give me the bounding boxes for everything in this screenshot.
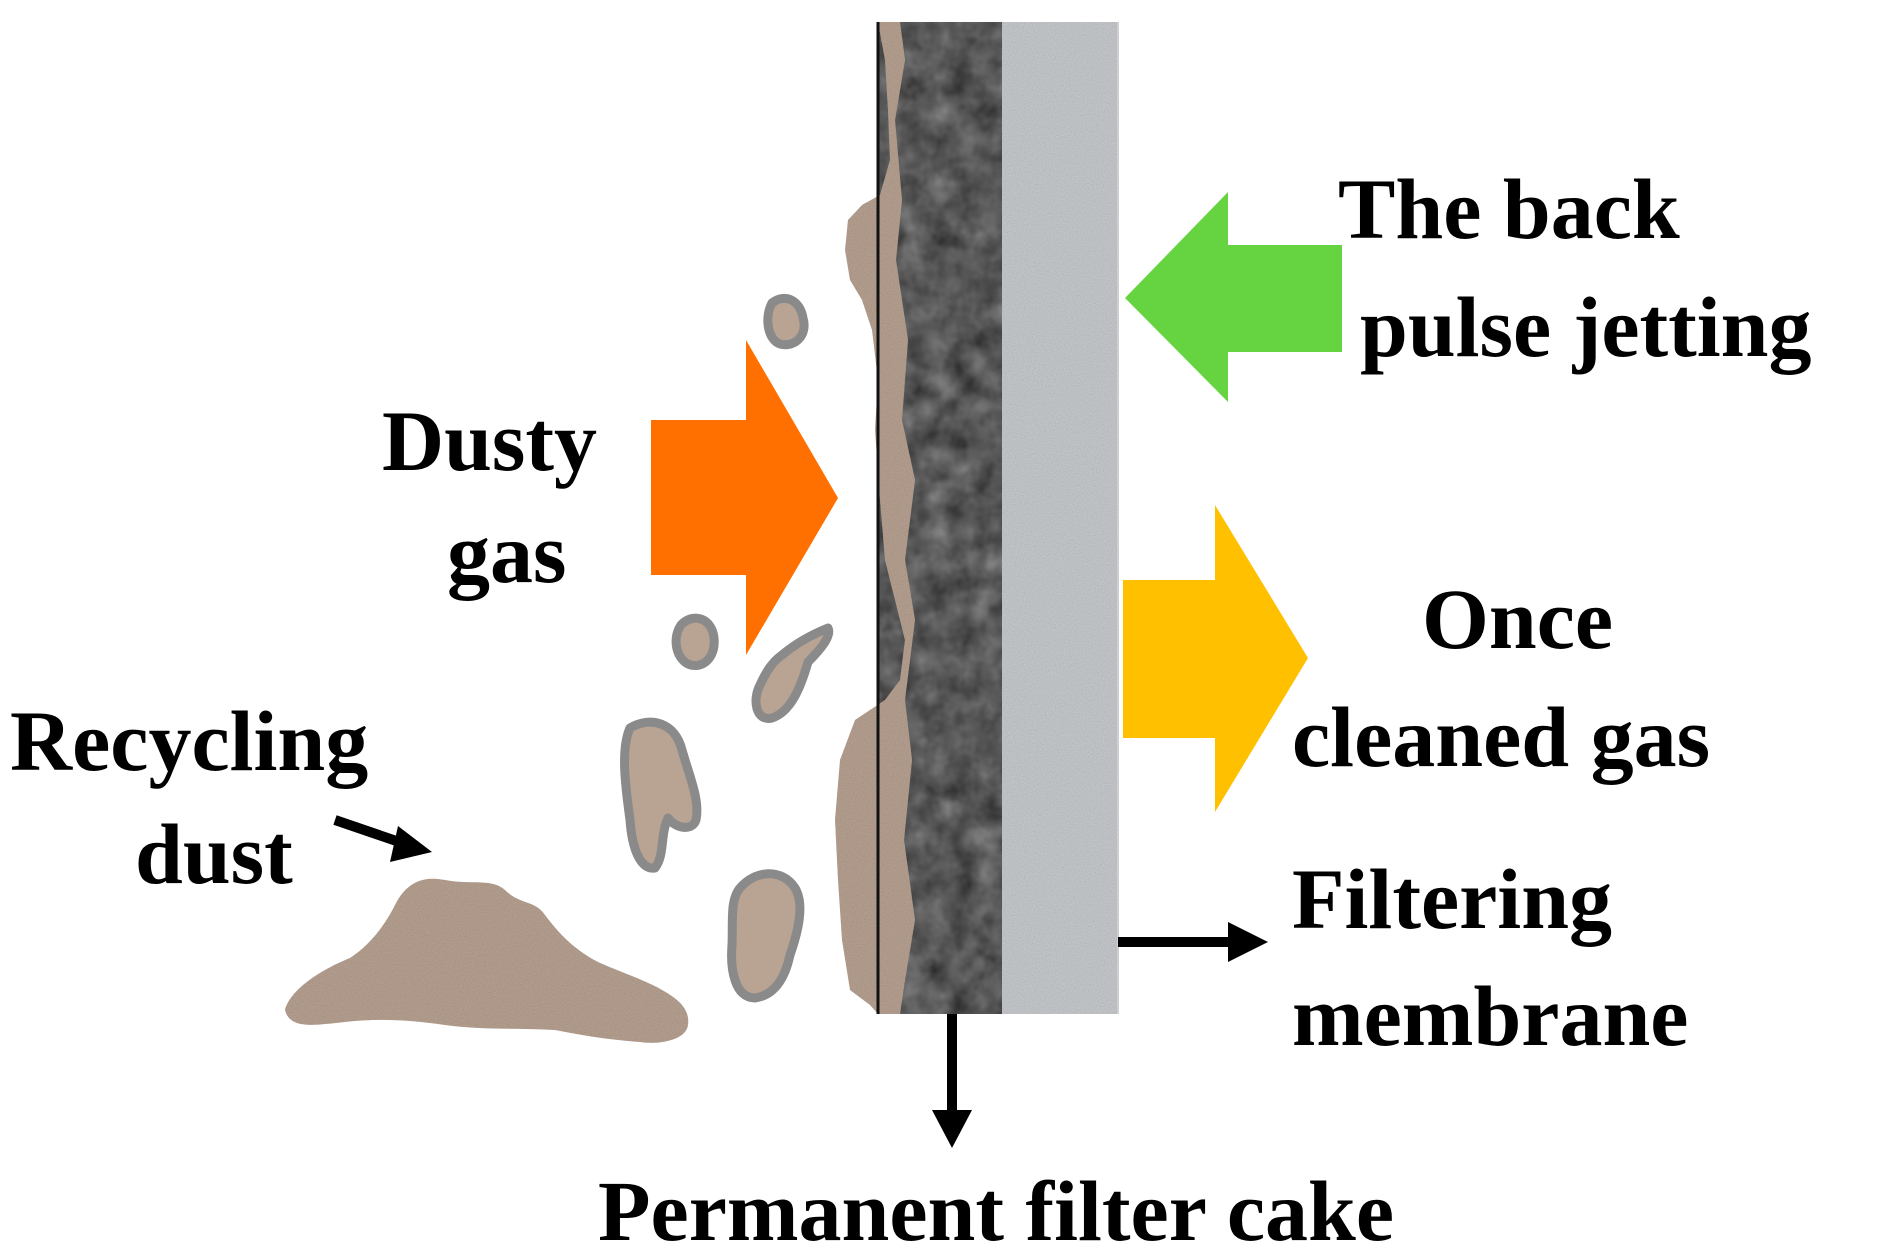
back-pulse-label-line2: pulse jetting <box>1360 279 1812 375</box>
dusty-gas-arrow <box>651 340 838 655</box>
back-pulse-label-line1: The back <box>1338 161 1680 257</box>
dust-particle <box>727 869 805 1003</box>
filtering-membrane-label-line2: membrane <box>1292 968 1688 1064</box>
dusty-gas-label-line1: Dusty <box>382 393 597 489</box>
dust-particle <box>620 717 702 873</box>
dust-particle <box>671 613 719 670</box>
dusty-gas-label-line2: gas <box>447 505 566 601</box>
recycling-dust-label-line2: dust <box>135 806 293 902</box>
recycling-dust-pile <box>285 878 689 1043</box>
recycling-dust-pointer <box>333 815 432 862</box>
once-cleaned-label-line2: cleaned gas <box>1292 689 1710 785</box>
recycling-dust-label-line1: Recycling <box>10 693 368 789</box>
permanent-cake-pointer <box>932 1014 972 1148</box>
once-cleaned-label-line1: Once <box>1422 571 1613 667</box>
filtering-membrane-label-line1: Filtering <box>1292 851 1612 947</box>
dust-particle <box>751 623 834 723</box>
cleaned-gas-arrow <box>1123 505 1308 812</box>
permanent-cake-label: Permanent filter cake <box>598 1163 1394 1251</box>
falling-dust-particles <box>620 294 834 1003</box>
filtering-membrane-layer <box>1000 22 1118 1014</box>
back-pulse-arrow <box>1125 192 1342 402</box>
permanent-filter-cake-layer <box>835 22 915 1014</box>
filtering-membrane-pointer <box>1118 922 1268 962</box>
dust-particle <box>763 294 809 350</box>
